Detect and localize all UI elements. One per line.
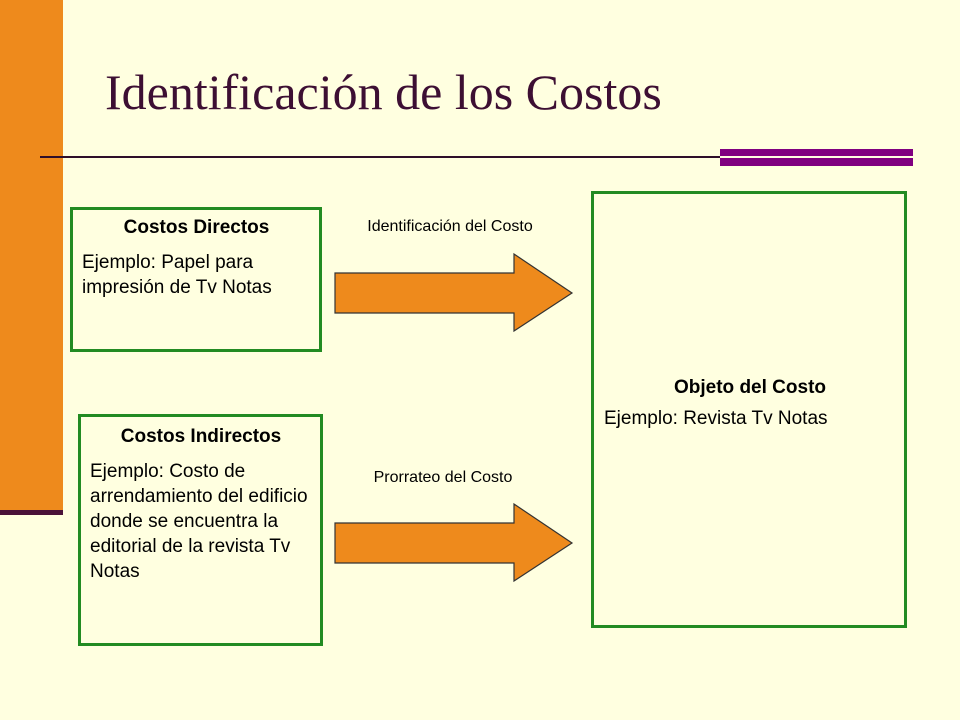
costos-indirectos-box: Costos Indirectos Ejemplo: Costo de arre… [78,414,323,646]
prorrateo-arrow-icon [334,502,574,583]
costos-indirectos-example: Ejemplo: Costo de arrendamiento del edif… [90,461,308,582]
identificacion-arrow-icon [334,252,574,333]
costos-directos-heading: Costos Directos [123,217,270,238]
slide-title: Identificación de los Costos [105,64,662,120]
costos-directos-box: Costos Directos Ejemplo: Papel para impr… [70,207,322,352]
objeto-costo-heading: Objeto del Costo [674,377,826,398]
left-accent-bar [0,0,63,512]
objeto-costo-box: Objeto del Costo Ejemplo: Revista Tv Not… [591,191,907,628]
objeto-costo-example: Ejemplo: Revista Tv Notas [604,408,828,429]
costos-directos-example: Ejemplo: Papel para impresión de Tv Nota… [82,252,272,298]
title-underline [40,156,720,158]
costos-indirectos-heading: Costos Indirectos [120,426,282,447]
title-accent-split [720,156,913,158]
left-accent-bar-base [0,510,63,515]
identificacion-arrow-label: Identificación del Costo [367,218,533,235]
prorrateo-arrow-label: Prorrateo del Costo [373,469,513,486]
